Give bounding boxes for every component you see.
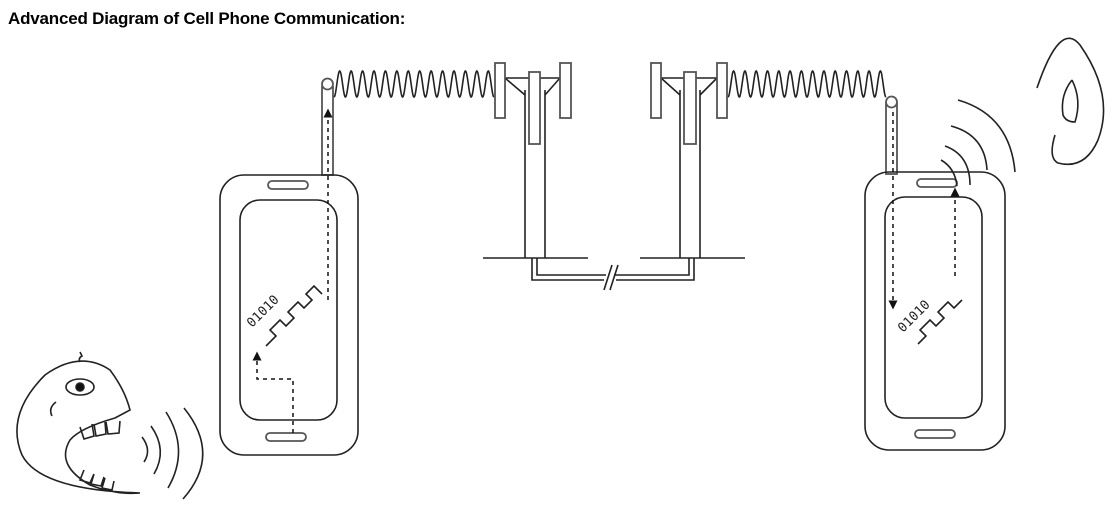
square-wave-left xyxy=(265,284,323,347)
antenna-tip-right xyxy=(885,95,898,109)
sound-waves-left xyxy=(141,407,204,500)
mic-slot-right xyxy=(914,429,956,439)
diagram-title: Advanced Diagram of Cell Phone Communica… xyxy=(8,9,406,28)
antenna-tip-left xyxy=(321,77,334,91)
talking-person-icon xyxy=(16,351,141,495)
receiver-phone: 01010 xyxy=(864,95,1016,451)
cell-tower-right xyxy=(640,62,745,259)
audio-arrow xyxy=(252,351,294,433)
sound-waves-right xyxy=(940,99,1016,187)
ear-icon xyxy=(1036,37,1105,165)
binary-label-left: 01010 xyxy=(244,293,282,331)
radio-wave-left xyxy=(333,69,495,99)
square-wave-right xyxy=(917,299,963,345)
speaker-slot xyxy=(916,178,958,188)
sender-phone: 01010 xyxy=(219,77,359,456)
earpiece-slot xyxy=(267,180,309,190)
backhaul-cable xyxy=(531,258,695,291)
binary-label-right: 01010 xyxy=(895,298,933,336)
antenna-right xyxy=(885,103,898,175)
mic-slot xyxy=(265,432,307,442)
radio-wave-right xyxy=(727,69,887,99)
cell-tower-left xyxy=(483,62,588,259)
